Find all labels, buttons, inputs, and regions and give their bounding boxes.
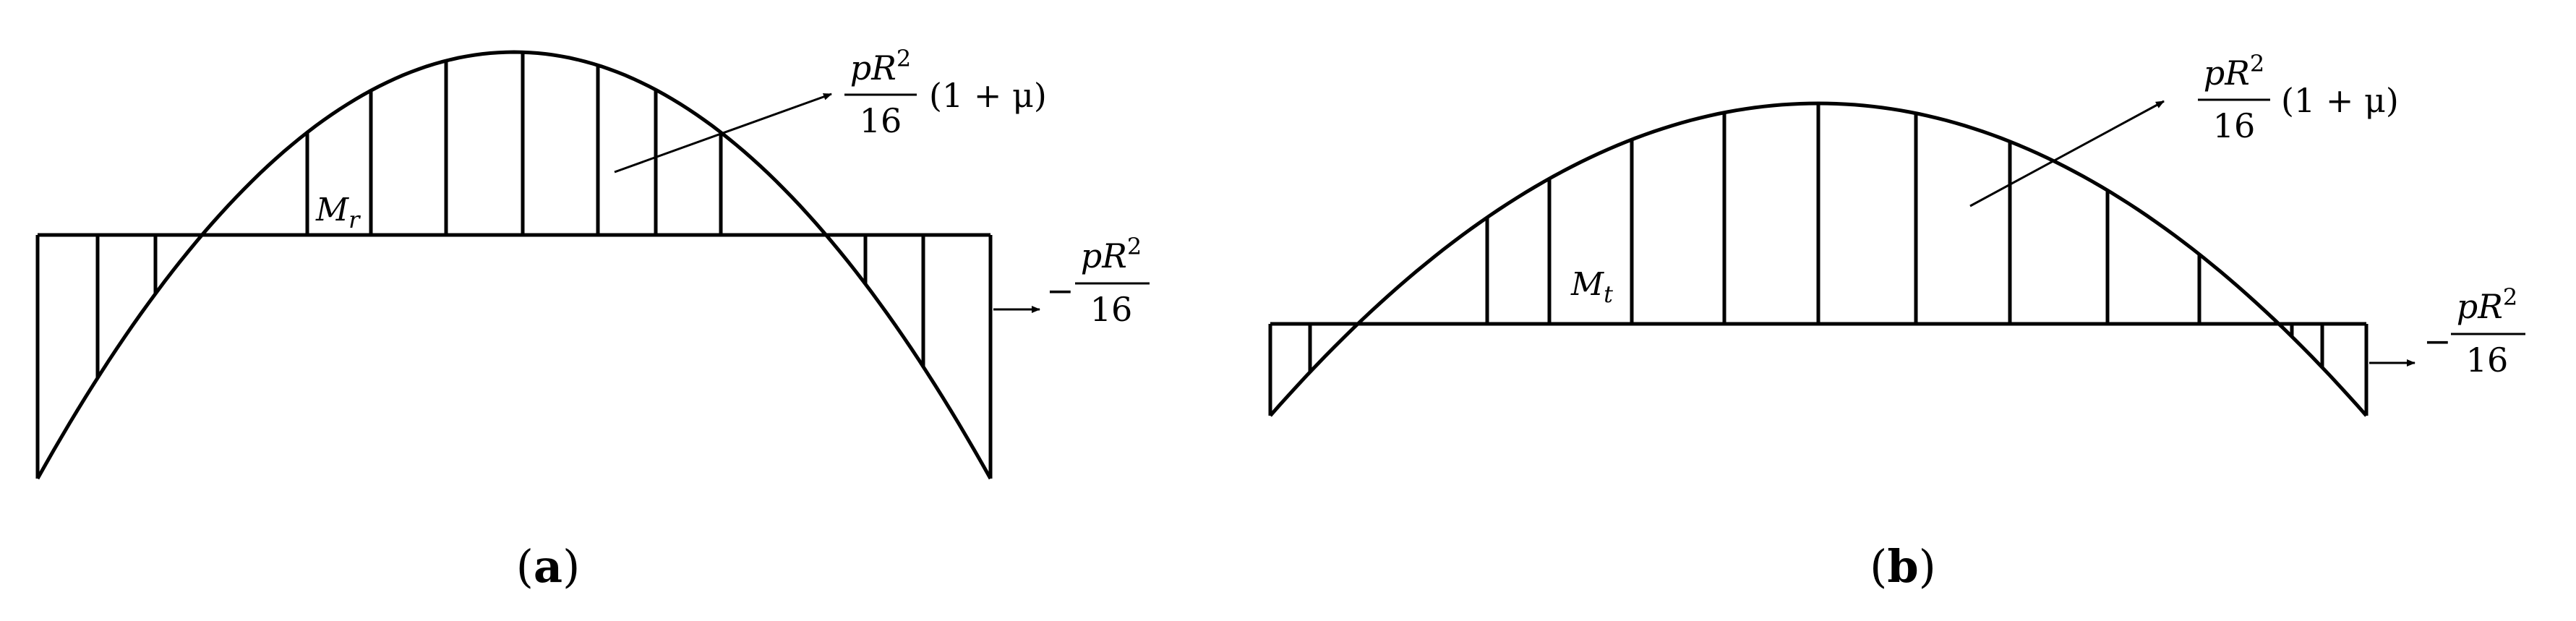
svg-text:pR2: pR2 <box>2457 283 2517 326</box>
max-label-b: pR2 16 (1 + μ) <box>2198 50 2399 145</box>
caption-close-b: ) <box>1919 540 1936 593</box>
max-tail-b: (1 + μ) <box>2281 81 2399 120</box>
edge-sign-a: − <box>1046 271 1074 310</box>
moment-curve-b <box>1269 101 2368 417</box>
max-num-R-b: R <box>2224 53 2250 93</box>
moment-subscript-a: r <box>348 206 361 234</box>
caption-letter-a: a <box>534 540 562 593</box>
svg-text:pR2: pR2 <box>850 45 911 87</box>
hatch-lines-a <box>95 52 925 378</box>
moment-label-a: Mr <box>315 192 361 234</box>
moment-label-b: Mt <box>1570 266 1613 308</box>
caption-open-a: ( <box>516 540 534 593</box>
moment-symbol-a: M <box>315 192 349 228</box>
max-num-p-b: p <box>2204 53 2225 93</box>
max-num-R-a: R <box>870 48 897 87</box>
max-num-exp-a: 2 <box>897 45 911 72</box>
edge-label-b: − pR2 16 <box>2423 283 2525 380</box>
max-label-a: pR2 16 (1 + μ) <box>844 45 1047 140</box>
edge-label-a: − pR2 16 <box>1046 233 1150 329</box>
max-tail-a: (1 + μ) <box>929 76 1047 115</box>
svg-text:pR2: pR2 <box>2204 50 2264 93</box>
edge-den-b: 16 <box>2466 341 2509 380</box>
caption-a: (a) <box>516 540 581 593</box>
max-num-p-a: p <box>850 48 871 87</box>
caption-letter-b: b <box>1887 540 1918 593</box>
edge-num-R-a: R <box>1101 236 1127 275</box>
edge-num-p-b: p <box>2457 287 2478 326</box>
caption-close-a: ) <box>562 540 580 593</box>
caption-open-b: ( <box>1870 540 1887 593</box>
edge-num-p-a: p <box>1081 236 1102 275</box>
panel-a: Mr pR2 16 (1 + μ) − pR2 16 (a) <box>35 45 1150 593</box>
max-den-b: 16 <box>2213 106 2256 145</box>
max-den-a: 16 <box>860 101 902 140</box>
moment-curve-a <box>35 50 993 480</box>
edge-num-exp-b: 2 <box>2503 283 2517 311</box>
edge-den-a: 16 <box>1090 290 1133 329</box>
moment-symbol-b: M <box>1570 266 1604 303</box>
edge-sign-b: − <box>2423 322 2452 361</box>
max-pointer-arrow-b <box>1969 100 2165 207</box>
moment-subscript-b: t <box>1604 280 1613 308</box>
max-num-exp-b: 2 <box>2250 50 2264 77</box>
svg-text:pR2: pR2 <box>1081 233 1142 275</box>
edge-num-R-b: R <box>2477 287 2503 326</box>
edge-num-exp-a: 2 <box>1127 233 1142 260</box>
max-pointer-arrow-a <box>614 93 832 174</box>
caption-b: (b) <box>1870 540 1936 593</box>
panel-b: Mt pR2 16 (1 + μ) − pR2 16 (b) <box>1268 50 2525 593</box>
hatch-lines-b <box>1308 103 2324 372</box>
